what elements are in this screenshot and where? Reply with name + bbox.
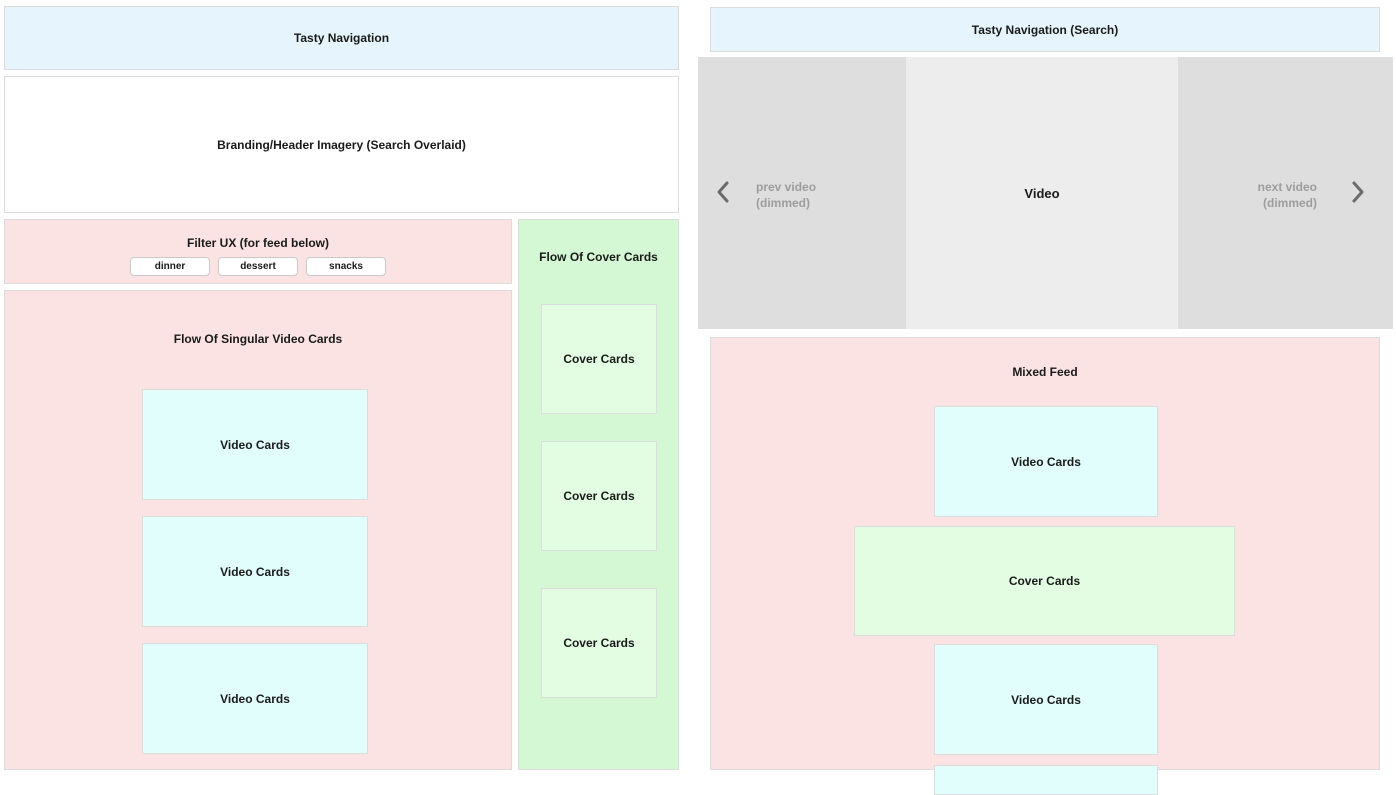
video-card-label: Video Cards [1011, 692, 1081, 707]
cover-card[interactable]: Cover Cards [854, 526, 1235, 636]
video-cards-flow: Flow Of Singular Video Cards Video Cards… [4, 290, 512, 770]
tasty-navigation-label: Tasty Navigation [293, 31, 390, 45]
video-card[interactable]: Video Cards [142, 643, 368, 754]
video-card-label: Video Cards [1011, 454, 1081, 469]
cover-cards-flow: Flow Of Cover Cards Cover Cards Cover Ca… [518, 219, 679, 770]
filter-ux-panel: Filter UX (for feed below) dinner desser… [4, 219, 512, 284]
video-card[interactable]: Video Cards [142, 389, 368, 500]
branding-header-label: Branding/Header Imagery (Search Overlaid… [217, 137, 466, 152]
filter-chip-dessert[interactable]: dessert [218, 257, 298, 276]
video-cards-flow-title: Flow Of Singular Video Cards [173, 332, 343, 346]
chevron-left-icon[interactable] [710, 179, 736, 205]
next-video-label[interactable]: next video (dimmed) [1257, 180, 1317, 210]
cover-card-label: Cover Cards [563, 636, 635, 650]
video-card-label: Video Cards [220, 437, 290, 452]
tasty-navigation[interactable]: Tasty Navigation [4, 6, 679, 70]
video-card-label: Video Cards [220, 691, 290, 706]
filter-chip-snacks[interactable]: snacks [306, 257, 386, 276]
filter-chip-dinner[interactable]: dinner [130, 257, 210, 276]
video-card[interactable]: Video Cards [142, 516, 368, 627]
cover-card-label: Cover Cards [1008, 574, 1081, 588]
cover-card-label: Cover Cards [563, 489, 635, 503]
filter-ux-title: Filter UX (for feed below) [186, 236, 329, 250]
cover-cards-flow-title: Flow Of Cover Cards [539, 250, 658, 264]
branding-header-imagery: Branding/Header Imagery (Search Overlaid… [4, 76, 679, 213]
cover-card[interactable]: Cover Cards [541, 304, 657, 414]
video-label: Video [1024, 185, 1060, 201]
prev-video-label[interactable]: prev video (dimmed) [756, 180, 817, 210]
cover-card-label: Cover Cards [563, 352, 635, 366]
video-card[interactable]: Video Cards [934, 644, 1158, 755]
video-card[interactable]: Video Cards [934, 406, 1158, 517]
video-card-label: Video Cards [220, 564, 290, 579]
tasty-navigation-search-label: Tasty Navigation (Search) [971, 22, 1119, 37]
cover-card[interactable]: Cover Cards [541, 441, 657, 551]
video-player[interactable]: Video [906, 57, 1178, 329]
chevron-right-icon[interactable] [1345, 179, 1371, 205]
cover-card[interactable]: Cover Cards [541, 588, 657, 698]
tasty-navigation-search[interactable]: Tasty Navigation (Search) [710, 7, 1380, 52]
mixed-feed: Mixed Feed Video Cards Cover Cards Video… [710, 337, 1380, 795]
mixed-feed-title: Mixed Feed [1012, 365, 1078, 379]
video-carousel: prev video (dimmed) Video next video (di… [698, 57, 1393, 329]
